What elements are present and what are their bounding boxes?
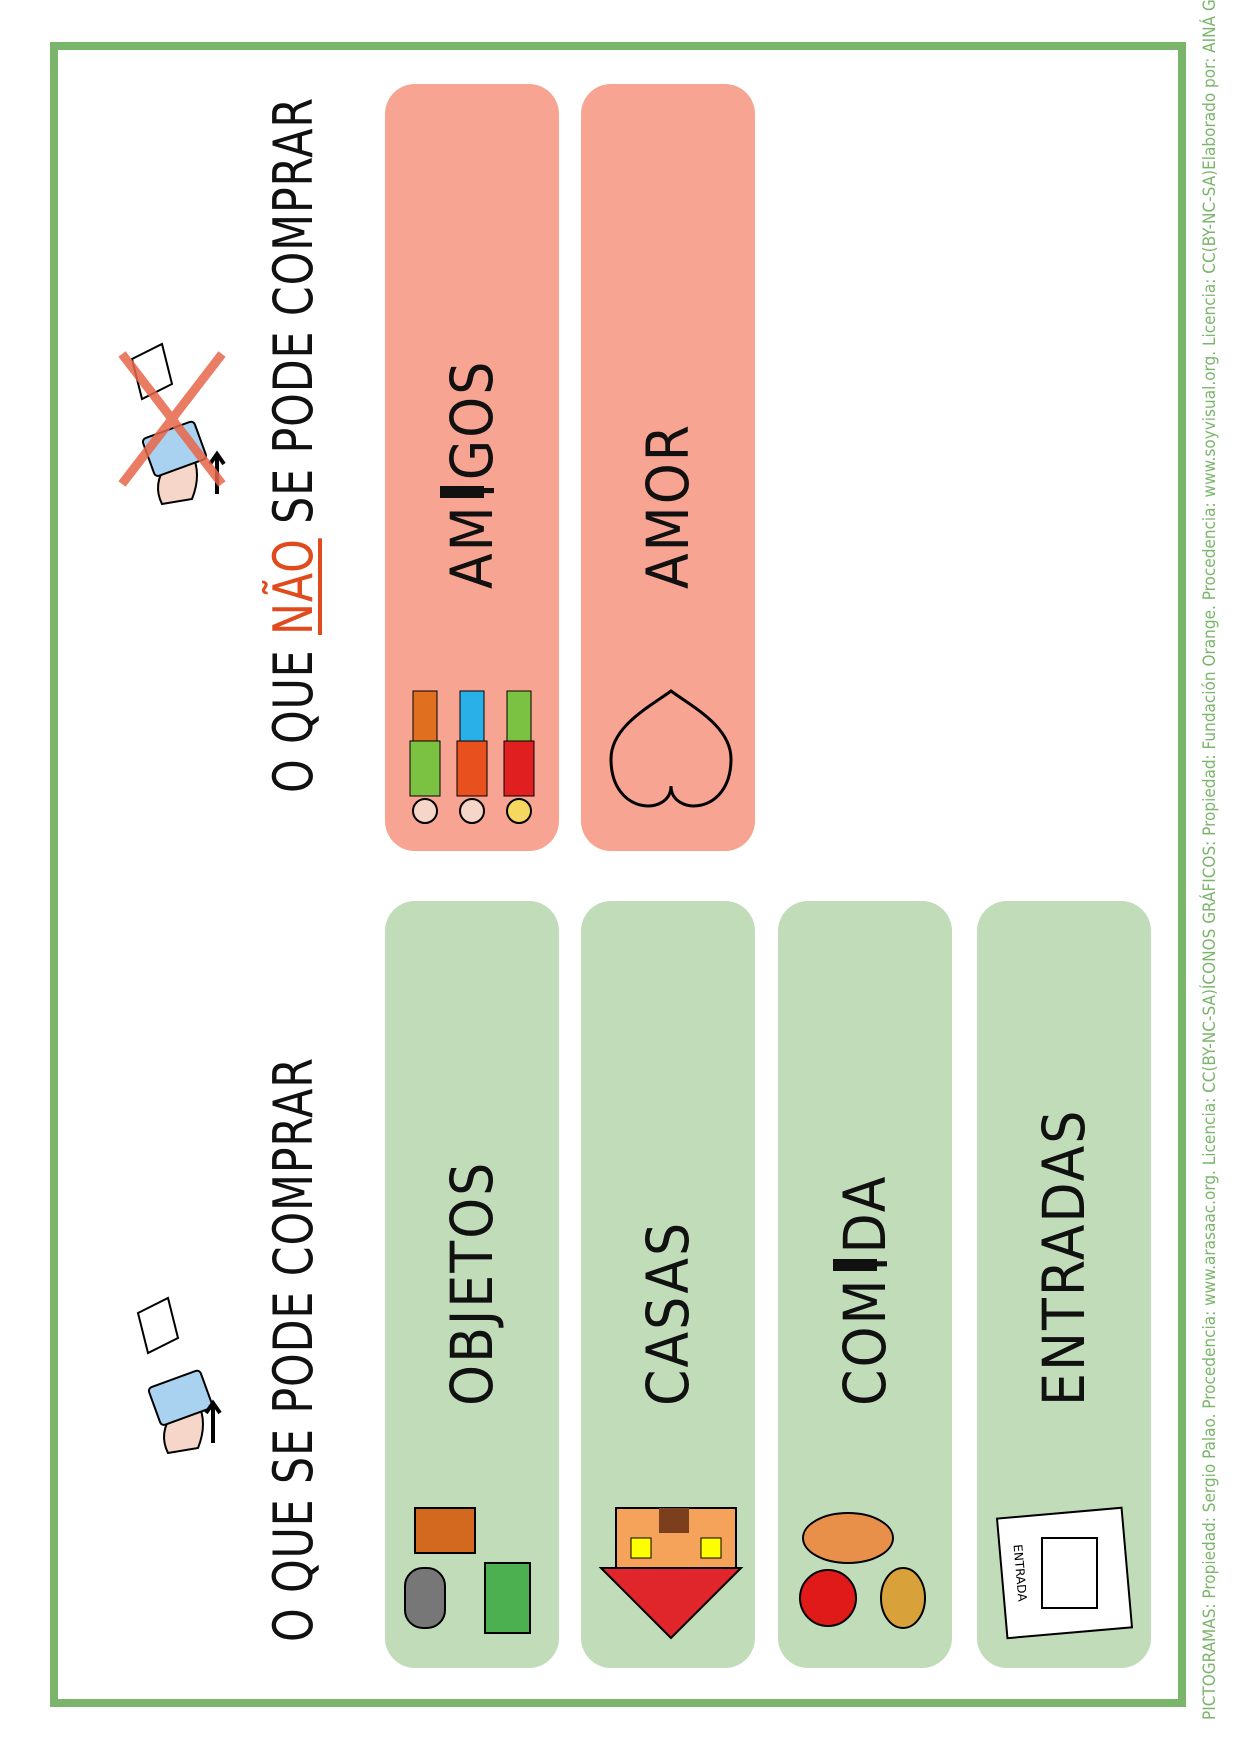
card-word: CASAS: [634, 1220, 702, 1406]
food-icon: [799, 1512, 926, 1629]
negation-word: NÃO: [262, 538, 325, 635]
house-icon: [598, 1507, 744, 1640]
objects-icon: [404, 1507, 531, 1634]
card-amigos: AM IGOS: [385, 84, 559, 851]
word-part: COM: [831, 1277, 899, 1406]
card-entradas: ENTRADA ENTRADAS: [977, 901, 1151, 1668]
footer-icons: ÍCONOS GRÁFICOS: Propiedad: Fundación Or…: [1200, 169, 1220, 990]
credits-footer: PICTOGRAMAS: Propiedad: Sergio Palao. Pr…: [1200, 0, 1220, 1720]
footer-author: Elaborado por: AINÁ GOTXI: [1200, 0, 1220, 170]
title-part: O QUE: [262, 634, 325, 793]
card-casas: CASAS: [581, 901, 755, 1668]
card-word: AM IGOS: [438, 359, 508, 589]
can-buy-title: O QUE SE PODE COMPRAR: [262, 1057, 325, 1642]
card-word: ENTRADAS: [1030, 1108, 1098, 1406]
friends-icon: [409, 690, 535, 824]
cannot-buy-title: O QUE NÃO SE PODE COMPRAR: [262, 97, 325, 793]
card-comida: COM IDA: [778, 901, 952, 1668]
card-word: COM IDA: [831, 1174, 901, 1406]
ticket-icon: ENTRADA: [995, 1506, 1134, 1640]
footer-pictograms: PICTOGRAMAS: Propiedad: Sergio Palao. Pr…: [1200, 989, 1220, 1720]
card-word: OBJETOS: [438, 1160, 506, 1406]
card-word: AMOR: [634, 422, 702, 589]
heart-icon: [609, 689, 733, 808]
highlight-letter: I: [440, 480, 508, 499]
buy-hands-crossed-icon: [118, 342, 226, 506]
word-part: DA: [831, 1174, 899, 1254]
word-part: AM: [438, 504, 506, 589]
card-objetos: OBJETOS: [385, 901, 559, 1668]
buy-hands-icon: [136, 1296, 222, 1455]
highlight-letter: I: [833, 1254, 901, 1272]
title-part: SE PODE COMPRAR: [262, 97, 325, 539]
card-amor: AMOR: [581, 84, 755, 851]
ticket-text: ENTRADA: [1011, 1544, 1030, 1603]
word-part: GOS: [438, 359, 506, 481]
